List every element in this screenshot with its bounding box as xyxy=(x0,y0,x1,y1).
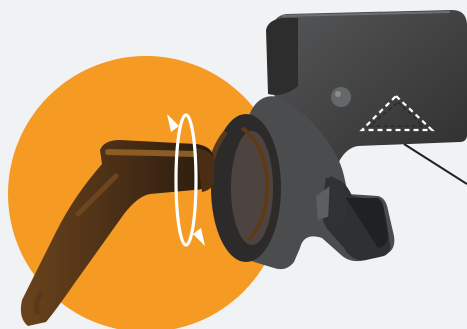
lever-top-highlight xyxy=(108,152,196,154)
clamp-top-side xyxy=(266,18,298,95)
bolt-shine xyxy=(335,91,341,97)
bolt-head xyxy=(331,87,351,107)
callout-line xyxy=(404,144,467,184)
